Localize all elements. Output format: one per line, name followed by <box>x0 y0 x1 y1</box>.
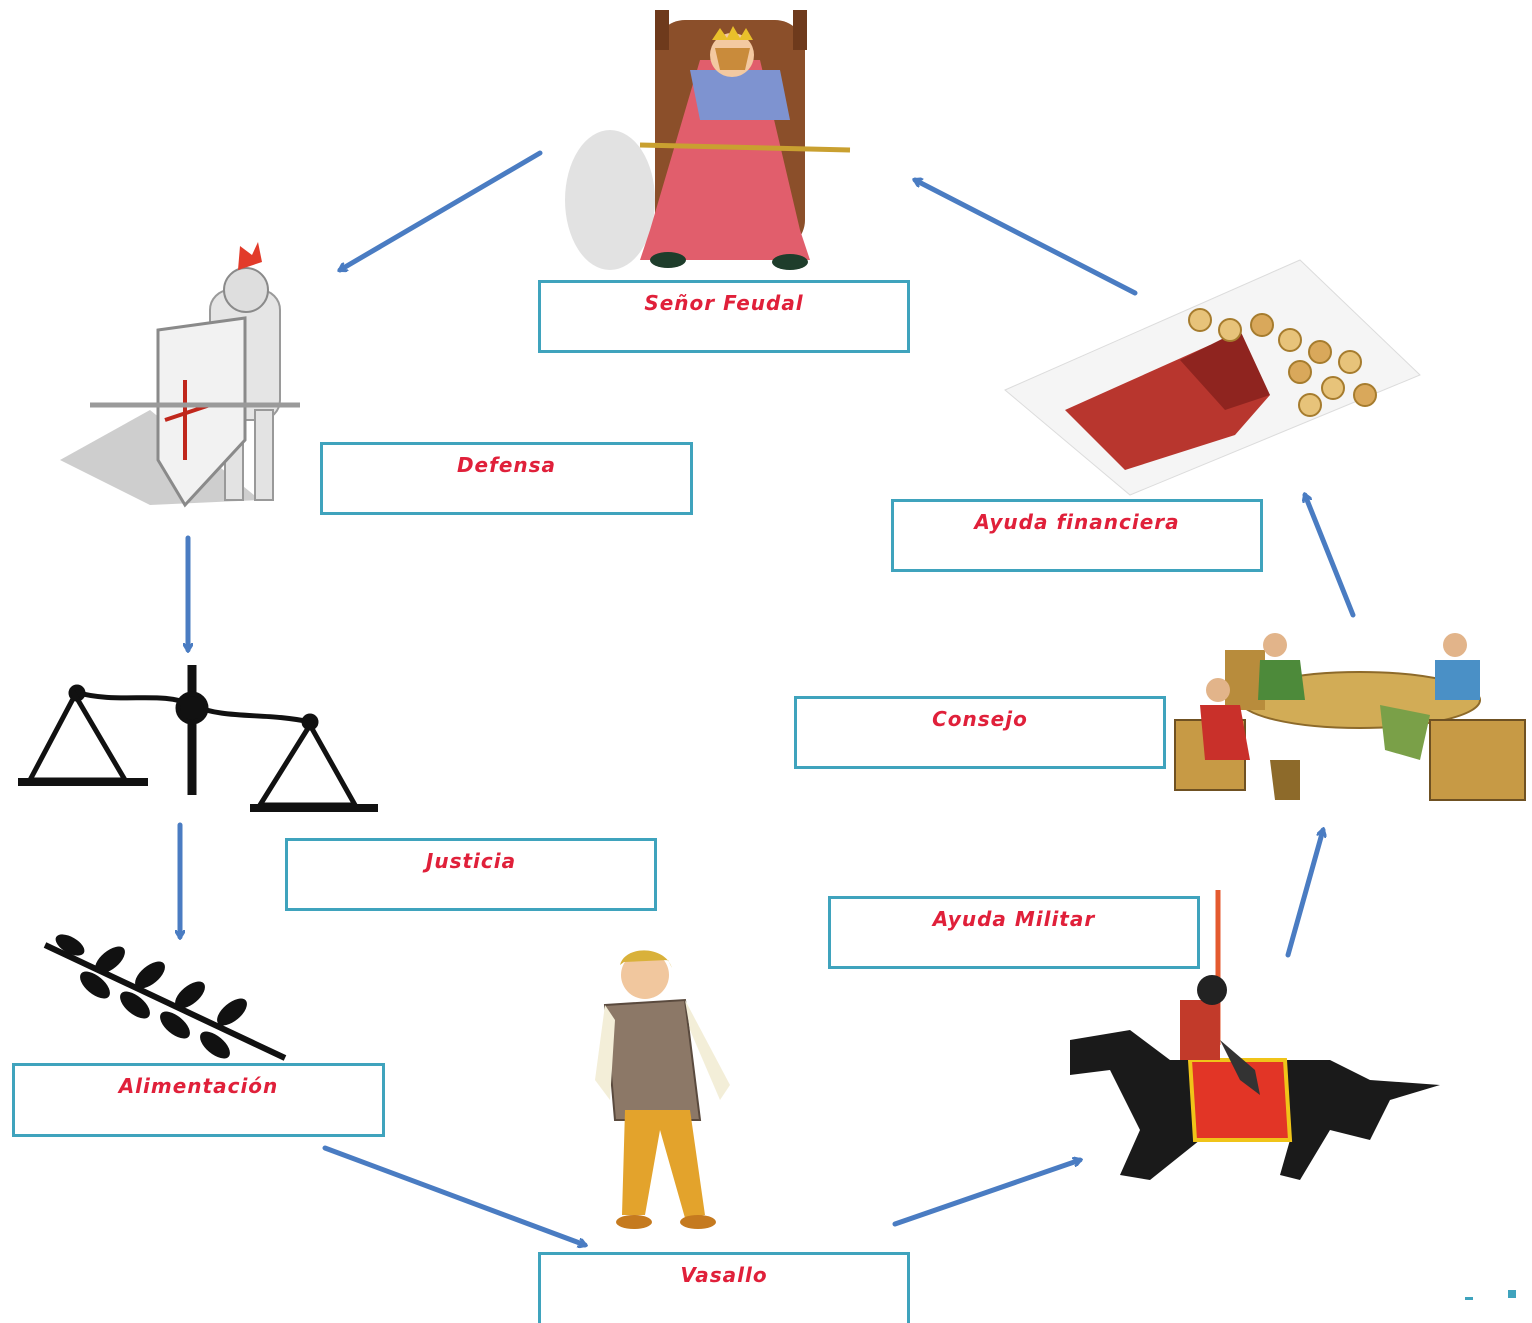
label-justice: Justicia <box>425 849 517 873</box>
label-box-military: Ayuda Militar <box>828 896 1200 969</box>
round-table-council-icon <box>1174 633 1526 801</box>
label-finance: Ayuda financiera <box>974 510 1180 534</box>
label-council: Consejo <box>932 707 1028 731</box>
label-box-lord: Señor Feudal <box>538 280 910 353</box>
label-box-food: Alimentación <box>12 1063 385 1137</box>
label-defense: Defensa <box>456 453 557 477</box>
peasant-man-icon <box>595 950 730 1229</box>
arrow-food-to-vassal <box>322 1145 585 1245</box>
arrow-finance-to-lord <box>915 180 1138 296</box>
arrow-vassal-to-military <box>892 1160 1080 1227</box>
label-food: Alimentación <box>118 1074 279 1098</box>
scales-icon <box>18 665 378 812</box>
label-vassal: Vasallo <box>680 1263 768 1287</box>
label-box-justice: Justicia <box>285 838 657 911</box>
label-box-council: Consejo <box>794 696 1166 769</box>
page-corner-marks <box>1465 1290 1516 1300</box>
seated-king-icon <box>565 10 851 270</box>
mounted-knight-icon <box>1070 890 1440 1180</box>
armored-knight-icon <box>60 242 300 508</box>
coin-purse-icon <box>1004 259 1421 496</box>
arrow-military-to-council <box>1285 830 1323 958</box>
wheat-sprig-icon <box>43 934 287 1061</box>
arrow-lord-to-defense <box>340 150 543 273</box>
label-lord: Señor Feudal <box>644 291 804 315</box>
label-military: Ayuda Militar <box>932 907 1096 931</box>
label-box-finance: Ayuda financiera <box>891 499 1263 572</box>
label-box-defense: Defensa <box>320 442 693 515</box>
arrow-council-to-finance <box>1305 495 1356 618</box>
label-box-vassal: Vasallo <box>538 1252 910 1323</box>
